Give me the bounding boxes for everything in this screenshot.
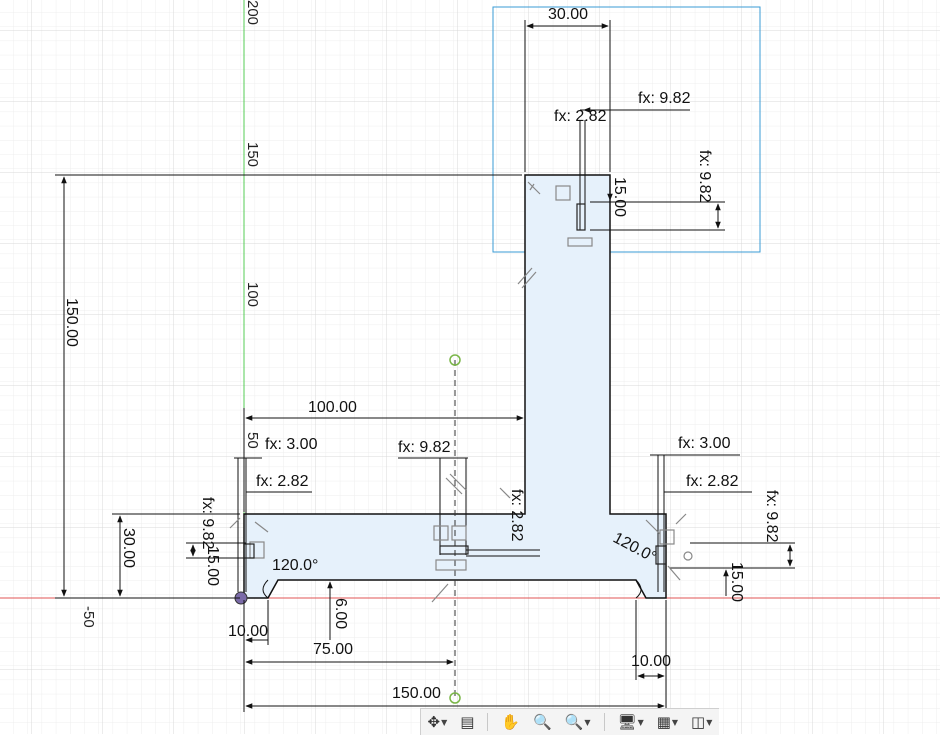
axis-label-xneg50: -50 xyxy=(80,606,97,628)
dim-overall-height[interactable]: 150.00 xyxy=(63,298,80,347)
fx-right-982-vertical[interactable]: fx: 9.82 xyxy=(763,490,780,543)
navigation-toolbar: ✥▼ ▤ ✋ 🔍 🔍▼ 🖥▼ ▦▼ ◫▼ xyxy=(420,708,719,735)
fx-top-282[interactable]: fx: 2.82 xyxy=(554,108,607,125)
orbit-button[interactable]: ✥▼ xyxy=(427,713,447,731)
fx-mid-982[interactable]: fx: 9.82 xyxy=(398,439,451,456)
fx-right-282[interactable]: fx: 2.82 xyxy=(686,473,739,490)
look-at-button[interactable]: ▤ xyxy=(460,713,474,731)
axis-label-y100: 100 xyxy=(244,282,261,307)
toolbar-separator xyxy=(603,713,605,731)
fx-left-282[interactable]: fx: 2.82 xyxy=(256,473,309,490)
dim-overall-width[interactable]: 150.00 xyxy=(392,685,441,702)
constraint-glyphs-right[interactable] xyxy=(645,513,693,581)
dim-top-vertical[interactable]: 15.00 xyxy=(611,177,628,217)
dim-left-pad[interactable]: 10.00 xyxy=(228,623,268,640)
dim-fillet-left-top[interactable]: 15.00 xyxy=(204,546,221,586)
fx-top-982[interactable]: fx: 9.82 xyxy=(638,90,691,107)
dim-left-angle[interactable]: 120.0° xyxy=(272,557,318,574)
dim-base-height[interactable]: 30.00 xyxy=(120,528,137,568)
pan-button[interactable]: ✋ xyxy=(501,713,520,731)
axis-label-y150: 150 xyxy=(244,142,261,167)
chevron-down-icon: ▼ xyxy=(637,717,644,727)
pan-hand-icon: ✋ xyxy=(501,713,521,731)
fx-mid-282-vertical[interactable]: fx: 2.82 xyxy=(508,489,525,542)
fx-right-300[interactable]: fx: 3.00 xyxy=(678,435,731,452)
selection-box xyxy=(492,6,761,253)
centerline-top-point[interactable] xyxy=(449,354,461,366)
viewports-icon: ◫ xyxy=(691,713,706,731)
zoom-button[interactable]: 🔍 xyxy=(533,713,552,731)
chevron-down-icon: ▼ xyxy=(584,717,591,727)
monitor-icon: 🖥 xyxy=(617,713,637,731)
dim-center-offset[interactable]: 75.00 xyxy=(313,641,353,658)
constraint-glyphs-top[interactable] xyxy=(517,181,593,289)
dim-inner-width[interactable]: 100.00 xyxy=(308,399,357,416)
zoom-icon: 🔍 xyxy=(533,713,552,731)
dim-right-pad[interactable]: 10.00 xyxy=(631,653,671,670)
dim-right-vertical[interactable]: 15.00 xyxy=(728,562,745,602)
constraint-glyphs-middle[interactable] xyxy=(431,473,511,603)
chevron-down-icon: ▼ xyxy=(706,717,713,727)
chevron-down-icon: ▼ xyxy=(441,717,448,727)
fx-left-982-vertical[interactable]: fx: 9.82 xyxy=(199,497,216,550)
zoom-window-button[interactable]: 🔍▼ xyxy=(565,713,591,731)
dim-top-width[interactable]: 30.00 xyxy=(548,6,588,23)
fx-top-982-vertical[interactable]: fx: 9.82 xyxy=(696,150,713,203)
look-at-icon: ▤ xyxy=(460,713,475,731)
axis-label-y50: 50 xyxy=(244,432,261,449)
axis-label-y200: 200 xyxy=(244,0,261,25)
dim-chamfer-depth[interactable]: 6.00 xyxy=(332,598,349,629)
zoom-window-icon: 🔍 xyxy=(564,713,584,731)
chevron-down-icon: ▼ xyxy=(671,717,679,727)
grid-icon: ▦ xyxy=(656,713,671,731)
viewports-button[interactable]: ◫▼ xyxy=(691,713,712,731)
orbit-icon: ✥ xyxy=(427,713,441,731)
display-settings-button[interactable]: 🖥▼ xyxy=(618,713,644,731)
constraint-glyphs-left[interactable] xyxy=(229,517,269,559)
centerline-bottom-point[interactable] xyxy=(449,692,461,704)
fx-left-300[interactable]: fx: 3.00 xyxy=(265,436,318,453)
grid-settings-button[interactable]: ▦▼ xyxy=(657,713,678,731)
toolbar-separator xyxy=(487,713,489,731)
